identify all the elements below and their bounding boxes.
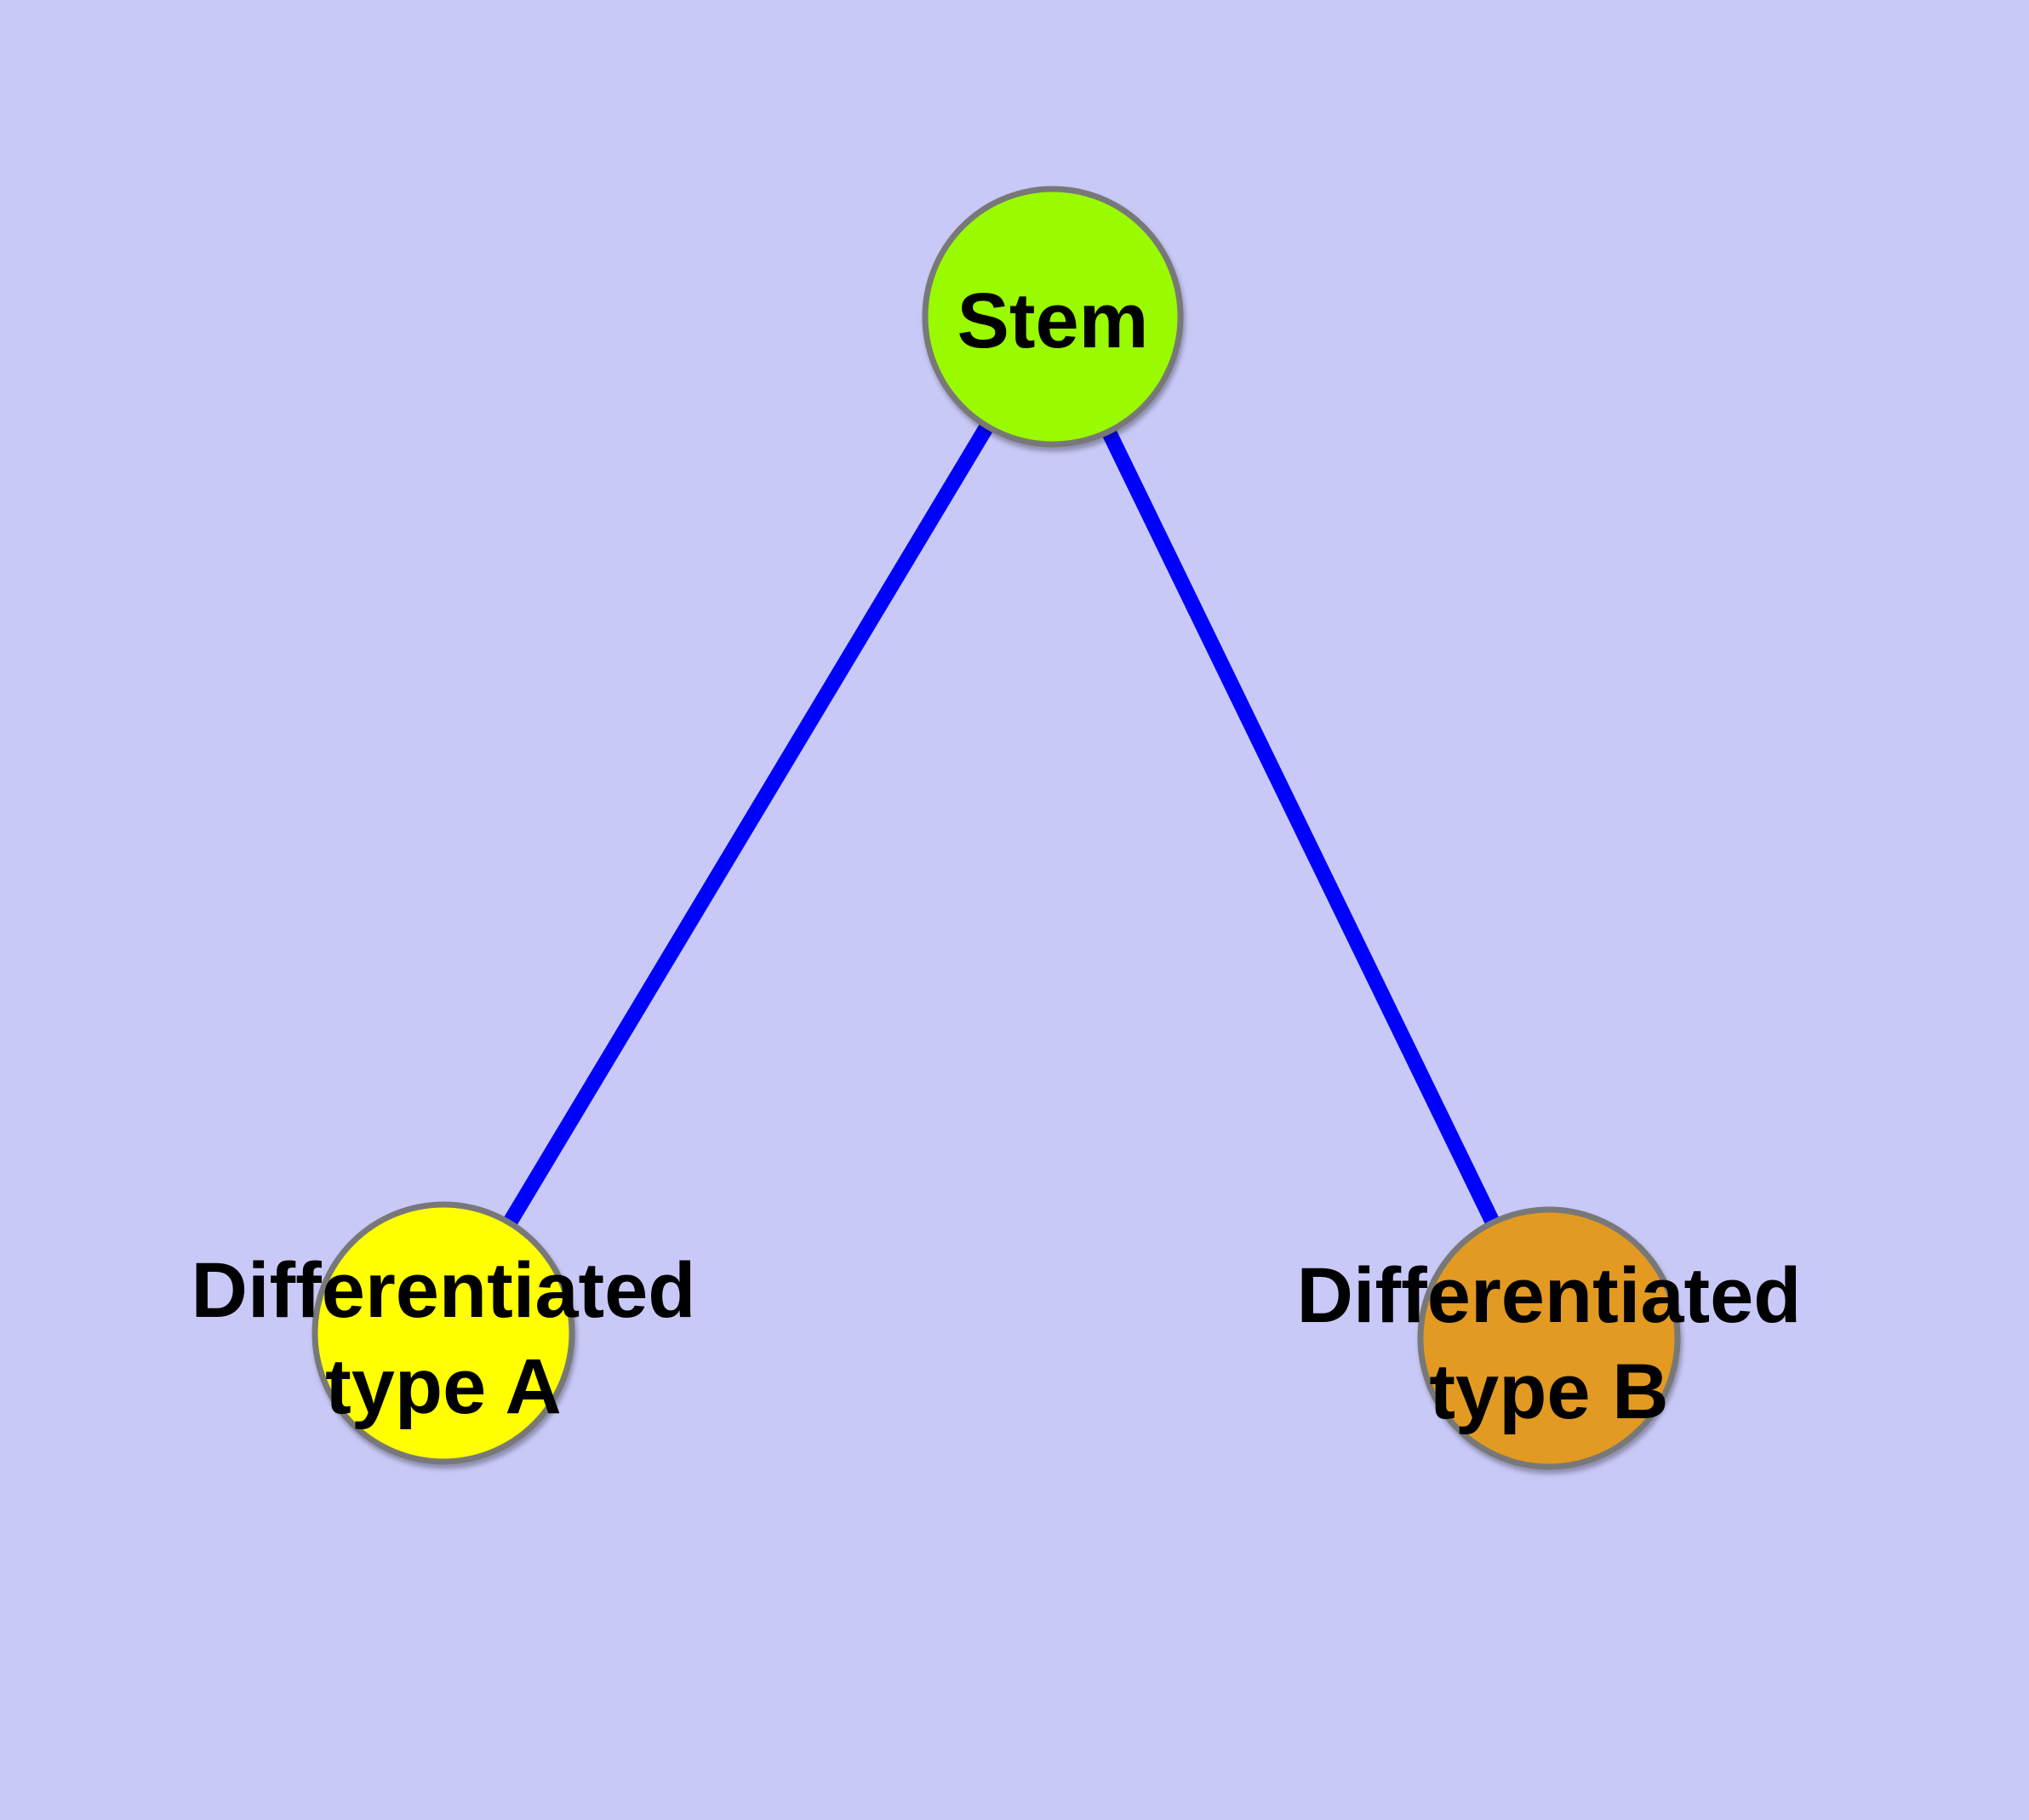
node-type-b-label-line2: type B [1429, 1348, 1668, 1435]
edge-stem-to-type-b [1045, 313, 1557, 1342]
node-stem-circle [922, 186, 1184, 448]
node-type-a-label-line2: type A [325, 1343, 562, 1430]
node-type-b-circle [1417, 1206, 1681, 1470]
node-type-b-label-line1: Differentiated [1297, 1252, 1802, 1339]
node-type-a-label-line1: Differentiated [191, 1247, 696, 1334]
node-type-a-circle [311, 1201, 575, 1465]
node-stem-label: Stem [957, 278, 1149, 364]
edge-stem-to-type-a [437, 312, 1060, 1337]
